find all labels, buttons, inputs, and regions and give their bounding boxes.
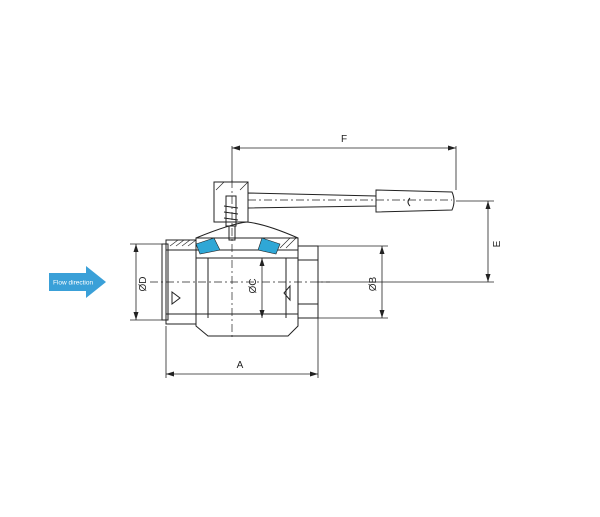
dimension-lines [130,146,494,378]
section-hatching [169,181,297,249]
body-dome [195,221,299,239]
valve-body-outline [161,181,455,337]
flow-arrow-shape [49,266,106,298]
center-lines [150,180,452,340]
stem-spring [223,205,239,221]
handle-grip-mark [407,197,411,207]
handle-grip [375,189,455,213]
left-seat [195,237,221,255]
dim-b-label: ØB [368,276,379,291]
right-bore-marker [283,284,291,302]
flow-direction-arrow: Flow direction [49,266,106,298]
dimension-arrowheads [133,145,491,377]
stem-block [213,181,249,223]
seat-rings [195,237,281,255]
body-main [195,250,299,337]
flow-direction-label: Flow direction [53,280,93,287]
right-seat [257,237,281,255]
dim-f-label: F [341,134,347,145]
dim-d-label: ØD [138,277,149,292]
dim-e-label: E [492,240,503,247]
handle-lever [247,192,377,209]
dim-c-label: ØC [248,279,259,294]
left-bore-marker [171,291,181,305]
dim-a-label: A [237,360,244,371]
